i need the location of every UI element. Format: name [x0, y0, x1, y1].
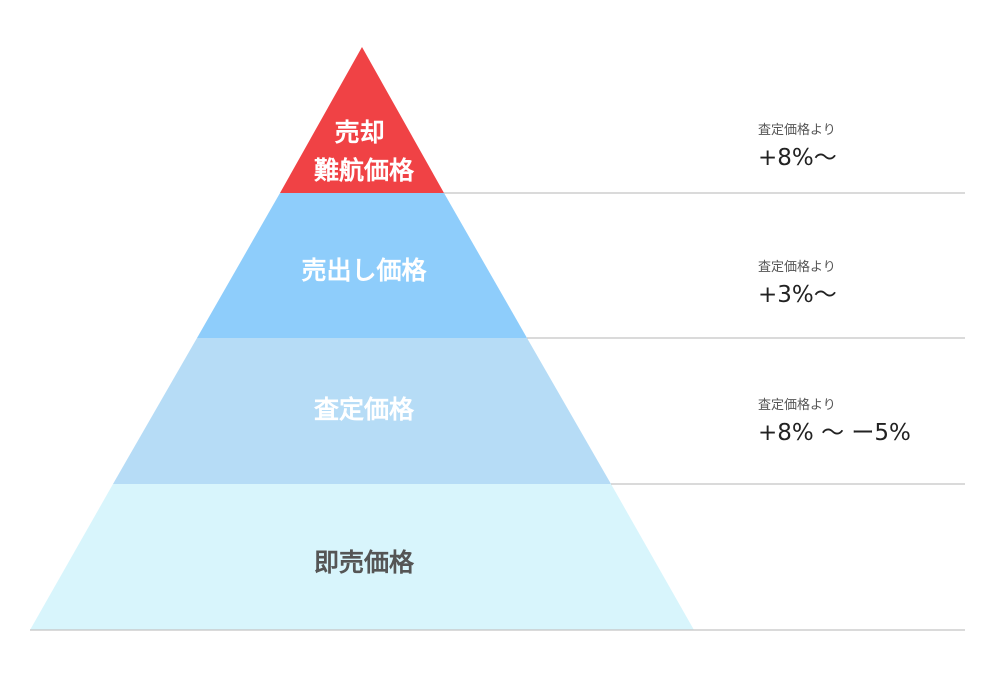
note-value: +8%〜	[758, 145, 837, 171]
note-caption: 査定価格より	[758, 397, 836, 413]
tier-shape-uridashi	[197, 193, 527, 338]
tier-label-line: 査定価格	[314, 395, 415, 424]
tier-label-baikyaku-nankou: 売却 難航価格	[314, 118, 415, 185]
note-uridashi: 査定価格より +3%〜	[758, 259, 837, 308]
note-caption: 査定価格より	[758, 259, 836, 275]
tier-shape-satei	[113, 338, 611, 484]
tier-shape-baikyaku-nankou	[280, 47, 444, 193]
note-value: +8% 〜 ー5%	[758, 420, 911, 446]
tier-label-sokubai: 即売価格	[314, 548, 415, 577]
note-uridashi-nankou: 査定価格より +8%〜	[758, 122, 837, 171]
tier-label-satei: 査定価格	[314, 395, 415, 424]
tier-label-uridashi: 売出し価格	[301, 256, 427, 285]
tier-label-line: 売却	[335, 118, 385, 147]
tier-shape-sokubai	[30, 484, 694, 630]
tier-label-line: 難航価格	[314, 156, 415, 185]
tier-label-line: 即売価格	[314, 548, 415, 577]
note-caption: 査定価格より	[758, 122, 836, 138]
note-satei: 査定価格より +8% 〜 ー5%	[758, 397, 911, 446]
tier-label-line: 売出し価格	[301, 256, 427, 285]
note-value: +3%〜	[758, 282, 837, 308]
